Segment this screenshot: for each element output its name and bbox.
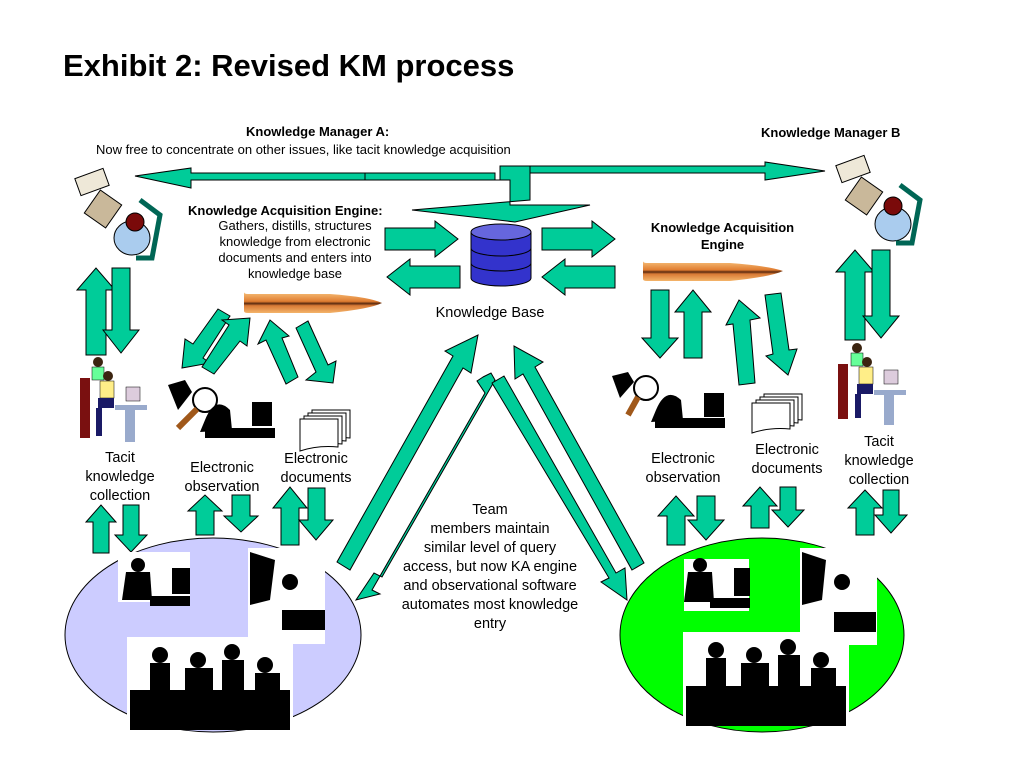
right-tacit-people-icon xyxy=(838,343,906,425)
left-observation-label: Electronic observation xyxy=(172,459,272,497)
ka-engine-a-bullet-icon xyxy=(244,292,382,313)
arrow-down-manager-a xyxy=(101,267,141,354)
arrow-observation-to-engine-a xyxy=(201,317,251,375)
arrow-team-a-to-documents xyxy=(271,486,309,546)
team-b-picture xyxy=(683,548,877,726)
left-documents-label: Electronic documents xyxy=(266,450,366,488)
label-line: observation xyxy=(184,479,260,495)
arrow-engine-b-to-observation xyxy=(640,289,680,359)
note-line: access, but now KA engine xyxy=(402,559,578,575)
label-line: Electronic xyxy=(755,442,819,458)
manager-a-text: Now free to concentrate on other issues,… xyxy=(96,142,511,157)
arrow-down-to-kb xyxy=(411,165,591,223)
ka-engine-a-line: knowledge from electronic xyxy=(219,234,371,249)
manager-a-heading: Knowledge Manager A: xyxy=(246,124,390,139)
arrow-up-manager-b xyxy=(834,249,876,341)
label-line: Electronic xyxy=(190,460,254,476)
label-line: Electronic xyxy=(284,451,348,467)
note-line: Team xyxy=(472,502,508,518)
ka-engine-b-bullet-icon xyxy=(643,261,783,281)
team-a-picture xyxy=(118,548,325,730)
ka-engine-a-description: Gathers, distills, structures knowledge … xyxy=(200,218,390,282)
label-line: documents xyxy=(751,461,823,477)
arrow-team-b-to-tacit xyxy=(846,489,884,536)
label-line: documents xyxy=(280,470,352,486)
arrow-tacit-to-team-a xyxy=(113,504,149,553)
right-documents-label: Electronic documents xyxy=(737,441,837,479)
knowledge-base-label: Knowledge Base xyxy=(435,305,545,321)
arrow-to-manager-b xyxy=(529,161,826,181)
label-line: knowledge xyxy=(85,469,155,485)
arrow-down-manager-b xyxy=(861,249,901,339)
note-line: and observational software xyxy=(403,578,577,594)
label-line: Tacit xyxy=(105,450,135,466)
label-line: collection xyxy=(848,472,910,488)
note-line: entry xyxy=(473,616,507,632)
ka-engine-a-line: knowledge base xyxy=(248,266,342,281)
arrow-observation-to-team-b xyxy=(686,495,726,541)
left-document-stack-icon xyxy=(299,409,351,452)
arrow-team-a-to-observation xyxy=(186,494,224,536)
arrow-team-b-to-documents xyxy=(741,486,779,529)
ka-engine-a-line: Gathers, distills, structures xyxy=(218,218,372,233)
middle-note: Team members maintain similar level of q… xyxy=(382,501,598,634)
arrow-kb-to-team-b xyxy=(491,375,628,601)
right-observation-icon xyxy=(612,372,725,428)
note-line: automates most knowledge xyxy=(401,597,579,613)
arrow-observation-to-engine-b xyxy=(673,289,713,359)
right-document-stack-icon xyxy=(751,393,803,434)
arrow-kb-to-engine-b xyxy=(541,219,616,259)
ka-engine-b-heading-line: Engine xyxy=(700,237,745,252)
label-line: Tacit xyxy=(864,434,894,450)
right-tacit-label: Tacit knowledge collection xyxy=(829,433,929,490)
arrow-engine-a-to-kb xyxy=(384,219,459,259)
left-tacit-label: Tacit knowledge collection xyxy=(70,449,170,506)
arrow-kb-to-team-a xyxy=(354,372,496,601)
arrow-to-manager-a xyxy=(134,167,366,189)
ka-engine-a-heading: Knowledge Acquisition Engine: xyxy=(188,203,383,218)
arrow-team-b-to-kb xyxy=(513,345,645,571)
page-title: Exhibit 2: Revised KM process xyxy=(63,48,515,83)
manager-b-icon xyxy=(835,154,923,246)
arrow-observation-to-team-a xyxy=(222,494,260,533)
note-line: members maintain xyxy=(430,521,550,537)
arrow-engine-b-to-kb xyxy=(541,257,616,297)
arrow-documents-to-engine-a xyxy=(256,319,299,385)
note-line: similar level of query xyxy=(423,540,557,556)
manager-a-icon xyxy=(74,167,163,261)
arrow-documents-to-team-a xyxy=(297,487,335,541)
right-observation-label: Electronic observation xyxy=(633,450,733,488)
left-tacit-people-icon xyxy=(80,357,147,442)
arrow-kb-to-engine-a xyxy=(386,257,461,297)
manager-b-heading: Knowledge Manager B xyxy=(761,125,901,140)
arrow-up-manager-a xyxy=(75,267,117,356)
connector-a-vertical xyxy=(364,172,496,181)
arrow-documents-to-team-b xyxy=(770,486,806,528)
left-observation-icon xyxy=(168,380,275,438)
label-line: knowledge xyxy=(844,453,914,469)
arrow-team-a-to-kb xyxy=(336,334,479,571)
ka-engine-a-line: documents and enters into xyxy=(218,250,372,265)
arrow-engine-b-to-documents xyxy=(764,292,798,376)
label-line: collection xyxy=(89,488,151,504)
arrow-tacit-to-team-b xyxy=(873,489,909,534)
ka-engine-b-heading-line: Knowledge Acquisition xyxy=(650,220,795,235)
ka-engine-b-heading: Knowledge Acquisition Engine xyxy=(640,219,805,253)
arrow-documents-to-engine-b xyxy=(725,299,762,386)
arrow-engine-a-to-documents xyxy=(295,320,337,384)
arrow-team-b-to-observation xyxy=(656,495,696,546)
arrow-team-a-to-tacit xyxy=(84,504,118,554)
database-icon xyxy=(470,223,532,287)
label-line: Electronic xyxy=(651,451,715,467)
label-line: observation xyxy=(645,470,721,486)
